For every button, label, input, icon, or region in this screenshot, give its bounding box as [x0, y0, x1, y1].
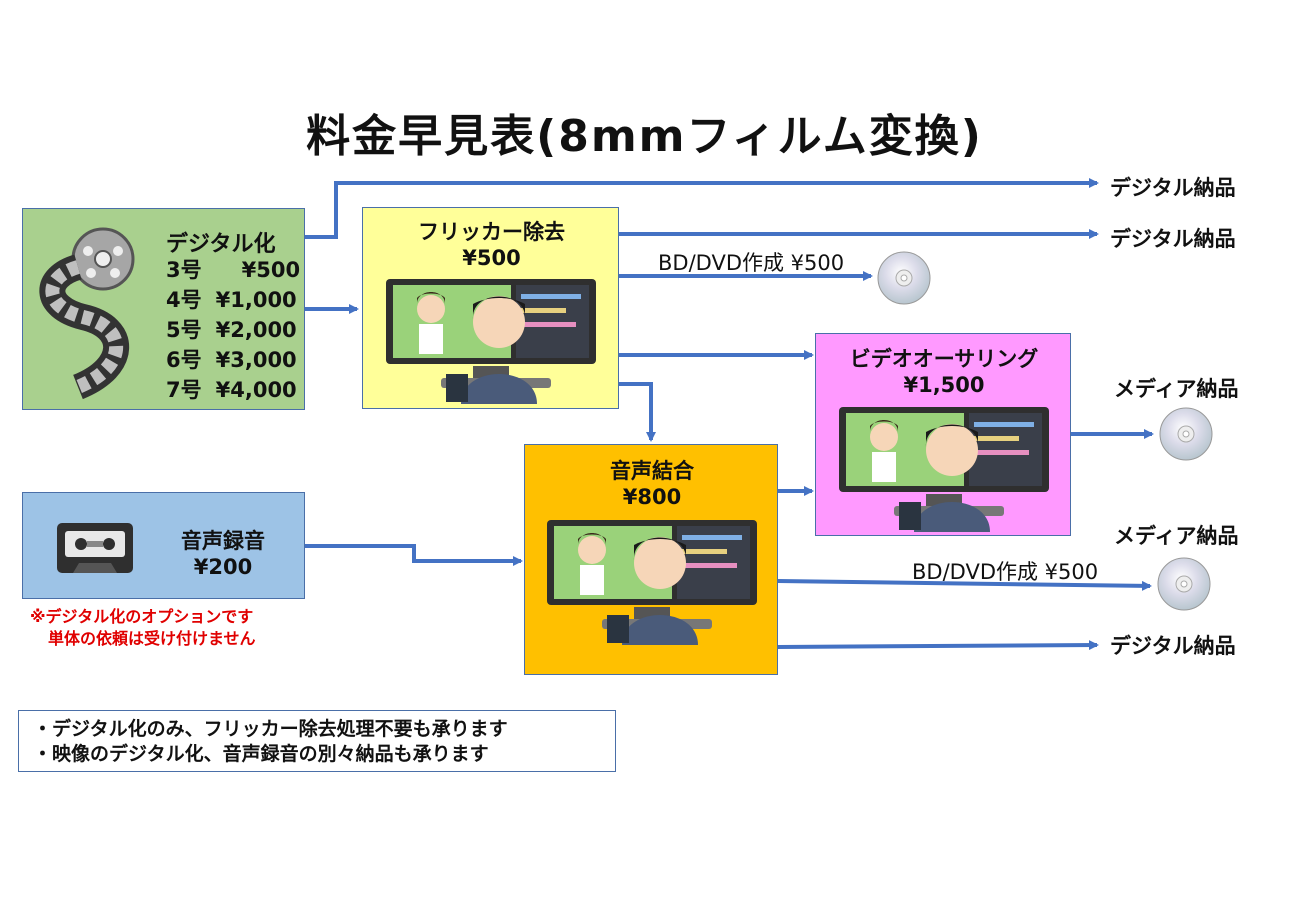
- digital-title: デジタル化: [166, 232, 276, 257]
- disc-icon: [1157, 557, 1211, 611]
- output-bd-dvd: BD/DVD作成 ¥500: [658, 251, 845, 275]
- flicker-price: ¥500: [462, 246, 521, 270]
- output-digital-delivery: デジタル納品: [1110, 227, 1236, 251]
- audio-rec-price: ¥200: [193, 555, 253, 579]
- output-digital-delivery: デジタル納品: [1110, 176, 1236, 200]
- output-bd-dvd: BD/DVD作成 ¥500: [912, 560, 1099, 584]
- disc-icon: [1159, 407, 1213, 461]
- price-row: 6号¥3,000: [166, 348, 297, 372]
- audio-rec-box: 音声録音 ¥200: [22, 492, 305, 599]
- flicker-title: フリッカー除去: [418, 220, 565, 244]
- film-reel-icon: [39, 227, 135, 400]
- audio-note-line: 単体の依頼は受け付けません: [48, 629, 256, 648]
- editor-monitor-icon: [839, 407, 1049, 532]
- arrow-flicker-to-merge: [619, 382, 656, 442]
- footnote-box: ・デジタル化のみ、フリッカー除去処理不要も承ります ・映像のデジタル化、音声録音…: [18, 710, 616, 772]
- audio-note-line: ※デジタル化のオプションです: [30, 607, 254, 626]
- output-media-delivery: メディア納品: [1114, 524, 1239, 548]
- disc-icon: [877, 251, 931, 305]
- digital-price-list: 3号¥500 4号¥1,000 5号¥2,000 6号¥3,000 7号¥4,0…: [166, 255, 300, 405]
- editor-monitor-icon: [547, 520, 757, 645]
- price-row: 3号¥500: [166, 258, 301, 282]
- footnote-item: ・映像のデジタル化、音声録音の別々納品も承ります: [33, 743, 489, 765]
- output-media-delivery: メディア納品: [1114, 377, 1239, 401]
- page-title: 料金早見表(8mmフィルム変換): [306, 111, 983, 162]
- audio-rec-title: 音声録音: [181, 529, 265, 553]
- video-authoring-price: ¥1,500: [903, 373, 985, 397]
- arrow-digital-to-delivery: [305, 178, 1099, 239]
- arrow-merge-to-delivery: [777, 640, 1099, 651]
- price-row: 7号¥4,000: [166, 378, 297, 402]
- footnote-list: ・デジタル化のみ、フリッカー除去処理不要も承ります ・映像のデジタル化、音声録音…: [33, 717, 508, 767]
- audio-note: ※デジタル化のオプションです 単体の依頼は受け付けません: [30, 606, 256, 650]
- audio-merge-price: ¥800: [622, 485, 682, 509]
- audio-merge-box: 音声結合 ¥800: [524, 444, 778, 675]
- price-row: 5号¥2,000: [166, 318, 297, 342]
- cassette-tape-icon: [57, 523, 133, 573]
- video-authoring-title: ビデオオーサリング: [849, 347, 1039, 371]
- video-authoring-box: ビデオオーサリング ¥1,500: [815, 333, 1071, 536]
- digital-box: デジタル化 3号¥500 4号¥1,000 5号¥2,000 6号¥3,000 …: [22, 208, 305, 410]
- output-digital-delivery: デジタル納品: [1110, 634, 1236, 658]
- flicker-box: フリッカー除去 ¥500: [362, 207, 619, 409]
- arrow-merge-to-bd: [777, 579, 1152, 591]
- editor-monitor-icon: [386, 279, 596, 404]
- price-row: 4号¥1,000: [166, 288, 297, 312]
- audio-merge-title: 音声結合: [610, 459, 694, 483]
- footnote-item: ・デジタル化のみ、フリッカー除去処理不要も承ります: [33, 718, 508, 740]
- arrow-audio-to-merge: [305, 544, 523, 566]
